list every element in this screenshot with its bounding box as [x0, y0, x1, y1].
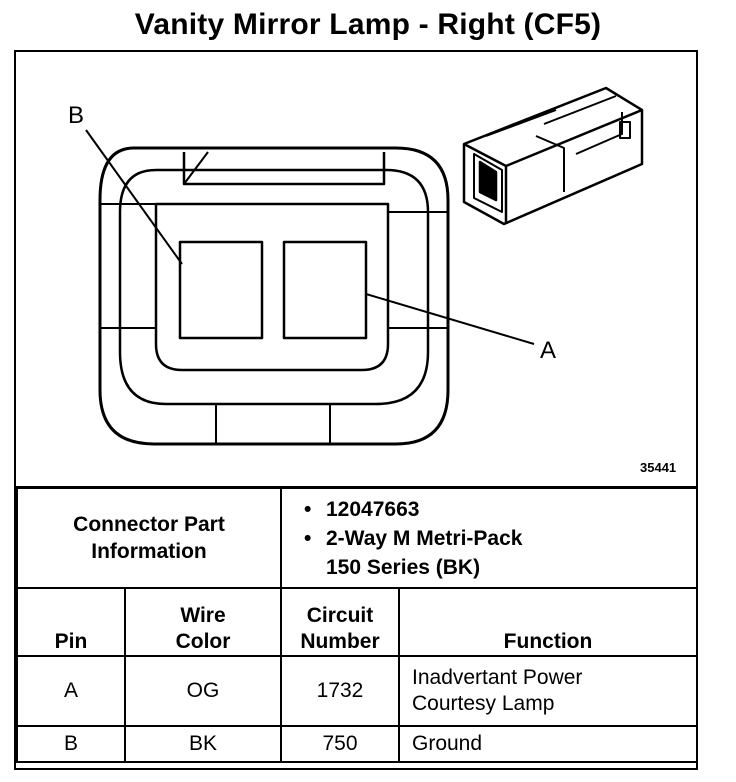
connector-info-label-line: Connector Part: [73, 513, 225, 536]
function-line: Courtesy Lamp: [412, 692, 555, 715]
connector-frame: B A 35441 Connector Part Information 120…: [14, 50, 699, 770]
pin-cell: B: [16, 725, 126, 763]
housing-outer: [98, 146, 450, 446]
connector-type-line: 2-Way M Metri-Pack: [326, 527, 523, 550]
connector-3d-icon: [462, 86, 644, 226]
header-wire-color-line: Color: [175, 630, 231, 653]
connector-type: 2-Way M Metri-Pack 150 Series (BK): [304, 524, 696, 582]
latch: [182, 152, 386, 186]
header-wire-color-line: Wire: [180, 604, 226, 627]
function-line: Inadvertant Power: [412, 666, 583, 689]
connector-info-list: 12047663 2-Way M Metri-Pack 150 Series (B…: [279, 486, 699, 589]
part-number: 12047663: [304, 495, 696, 524]
header-pin: Pin: [16, 587, 126, 657]
pin-cell: A: [16, 655, 126, 727]
housing-inner: [118, 168, 430, 406]
figure-number: 35441: [640, 460, 677, 475]
leader-b: [85, 129, 183, 265]
cavity: [154, 202, 390, 372]
terminal-a: [282, 240, 368, 340]
header-circuit-line: Circuit: [306, 604, 374, 627]
connector-info-row: Connector Part Information 12047663 2-Wa…: [16, 486, 699, 589]
table-row: B BK 750 Ground: [16, 725, 699, 763]
wire-color-cell: OG: [124, 655, 282, 727]
page-title: Vanity Mirror Lamp - Right (CF5): [134, 8, 602, 41]
connector-diagram: B A 35441: [16, 52, 696, 486]
connector-info-label: Connector Part Information: [16, 486, 282, 589]
connector-table: Connector Part Information 12047663 2-Wa…: [16, 486, 699, 763]
header-function: Function: [397, 587, 699, 657]
connector-type-line: 150 Series (BK): [326, 556, 481, 579]
function-cell: Ground: [397, 725, 699, 763]
leader-a: [365, 293, 535, 345]
wire-color-cell: BK: [124, 725, 282, 763]
terminal-b: [178, 240, 264, 340]
connector-face-drawing: [85, 86, 644, 446]
pin-b-callout: B: [68, 102, 85, 129]
circuit-cell: 1732: [280, 655, 400, 727]
pin-a-callout: A: [540, 337, 557, 364]
header-circuit-line: Number: [300, 630, 380, 653]
connector-info-label-line: Information: [91, 540, 207, 563]
circuit-cell: 750: [280, 725, 400, 763]
